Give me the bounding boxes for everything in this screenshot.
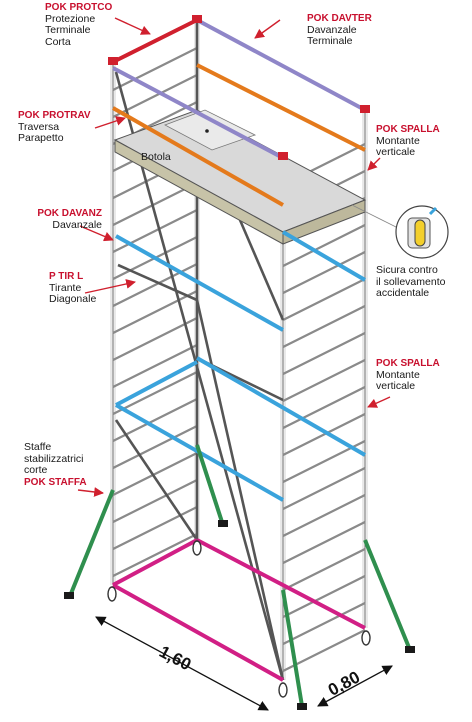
label-davanz-code: POK DAVANZ xyxy=(37,208,102,219)
label-protco-desc1: Protezione xyxy=(45,12,96,25)
label-tir-code: P TIR L xyxy=(49,271,84,282)
label-davanz: POK DAVANZ Davanzale xyxy=(24,208,102,231)
label-staffe: Staffe stabilizzatrici corte POK STAFFA xyxy=(24,441,87,488)
rung xyxy=(282,224,366,267)
leader-arrows xyxy=(77,17,391,497)
label-spalla-top: POK SPALLA Montante verticale xyxy=(376,124,440,159)
label-davter-code: POK DAVTER xyxy=(307,13,372,24)
label-tir: P TIR L Tirante Diagonale xyxy=(49,271,96,306)
label-spalla-mid-desc2: verticale xyxy=(376,380,416,392)
rung xyxy=(282,359,366,402)
rung xyxy=(282,575,366,618)
label-davter-desc2: Terminale xyxy=(307,35,353,47)
label-protrav: POK PROTRAV Traversa Parapetto xyxy=(18,110,91,145)
wheels xyxy=(107,540,371,698)
rung xyxy=(282,251,366,294)
label-protco-desc3: Corta xyxy=(45,35,71,48)
label-davter: POK DAVTER Davanzale Terminale xyxy=(307,13,372,48)
label-staffe-desc3: corte xyxy=(24,464,48,476)
rung xyxy=(112,209,198,253)
rung xyxy=(112,47,198,91)
label-davter-desc1: Davanzale xyxy=(307,23,357,36)
label-spalla-mid-desc1: Montante xyxy=(376,368,420,381)
rung xyxy=(112,425,198,469)
rung xyxy=(112,506,198,550)
label-botola: Botola xyxy=(141,151,171,163)
label-staffe-desc2: stabilizzatrici xyxy=(24,452,84,465)
label-sicura: Sicura contro il sollevamento accidental… xyxy=(376,264,446,300)
rung xyxy=(282,278,366,321)
label-staffe-desc1: Staffe xyxy=(24,441,52,453)
label-davanz-desc1: Davanzale xyxy=(52,218,102,231)
outriggers xyxy=(68,444,412,707)
rung xyxy=(112,290,198,334)
label-staffe-code: POK STAFFA xyxy=(24,476,87,488)
rung xyxy=(112,344,198,388)
rung xyxy=(112,182,198,226)
rung xyxy=(282,413,366,456)
rung xyxy=(112,263,198,307)
rung xyxy=(112,317,198,361)
base-members xyxy=(112,538,366,682)
label-protrav-desc2: Parapetto xyxy=(18,132,64,144)
label-protco: POK PROTCO Protezione Terminale Corta xyxy=(45,2,112,48)
rung xyxy=(112,371,198,415)
rung xyxy=(282,305,366,348)
rung xyxy=(282,548,366,591)
rung xyxy=(282,386,366,429)
dimension-lines xyxy=(95,616,393,711)
rung xyxy=(112,479,198,523)
label-spalla-top-desc1: Montante xyxy=(376,134,420,147)
rung xyxy=(282,467,366,510)
rung xyxy=(282,602,366,645)
label-spalla-top-code: POK SPALLA xyxy=(376,124,440,135)
label-sicura-line1: Sicura contro xyxy=(376,264,438,276)
label-spalla-top-desc2: verticale xyxy=(376,146,416,158)
label-protco-desc2: Terminale xyxy=(45,24,91,36)
label-spalla-mid-code: POK SPALLA xyxy=(376,358,440,369)
label-protrav-code: POK PROTRAV xyxy=(18,110,91,121)
rung xyxy=(112,533,198,577)
rung xyxy=(282,494,366,537)
rung xyxy=(282,521,366,564)
label-tir-desc1: Tirante xyxy=(49,281,82,294)
top-rails xyxy=(108,15,370,207)
label-sicura-line3: accidentale xyxy=(376,287,430,299)
label-spalla-mid: POK SPALLA Montante verticale xyxy=(376,358,440,393)
safety-clip-detail xyxy=(351,204,449,259)
rung xyxy=(112,452,198,496)
label-tir-desc2: Diagonale xyxy=(49,293,97,305)
rung xyxy=(282,332,366,375)
outrigger-feet xyxy=(64,520,415,710)
label-protrav-desc1: Traversa xyxy=(18,120,60,133)
label-protco-code: POK PROTCO xyxy=(45,2,113,13)
label-sicura-line2: il sollevamento xyxy=(376,275,446,288)
platform xyxy=(113,109,367,245)
